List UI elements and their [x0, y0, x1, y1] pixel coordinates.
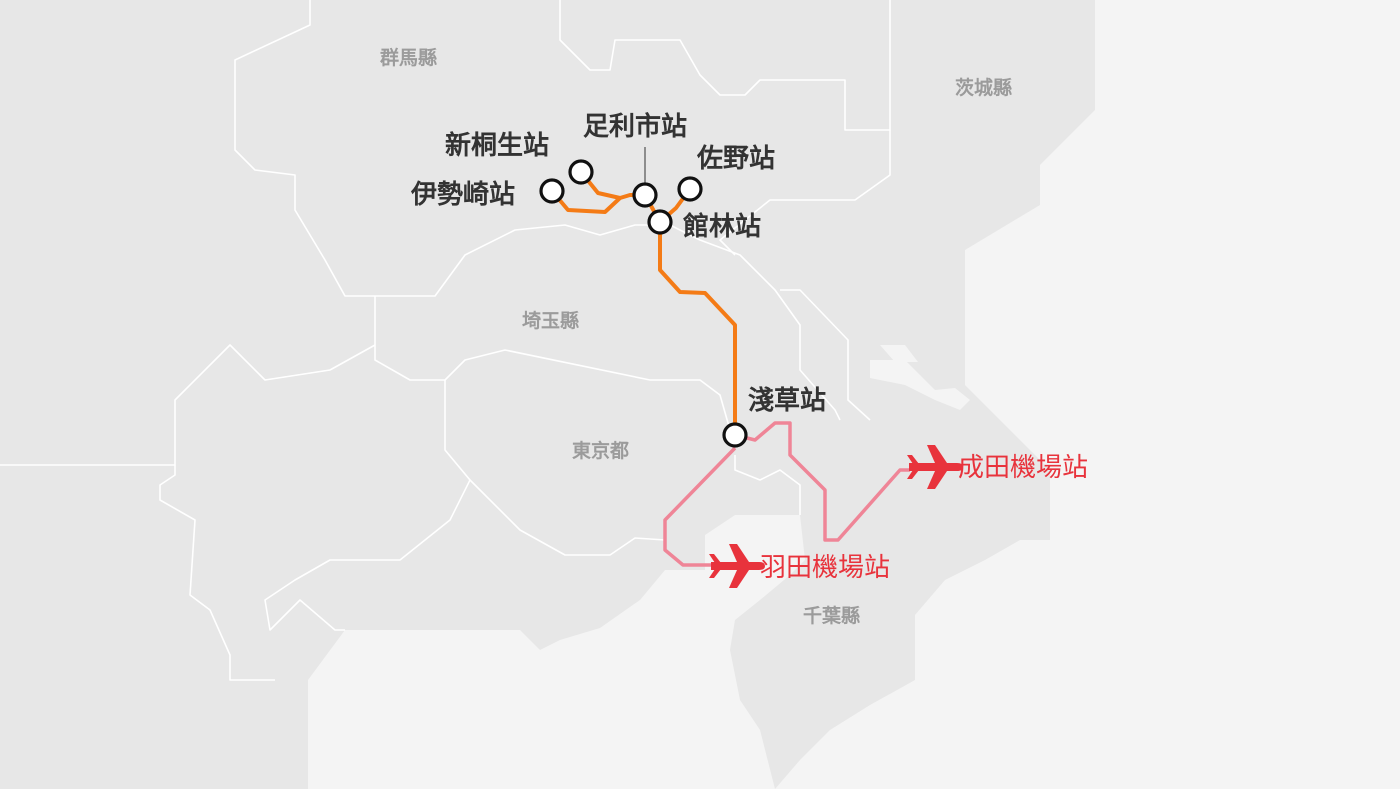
- station-label-ashikagashi[interactable]: 足利市站: [583, 111, 687, 142]
- airplane-icon[interactable]: [907, 445, 963, 489]
- prefecture-label-tokyo: 東京都: [572, 439, 629, 462]
- station-label-sano[interactable]: 佐野站: [696, 144, 775, 174]
- airport-label-narita[interactable]: 成田機場站: [958, 453, 1088, 483]
- station-label-shinkiryu[interactable]: 新桐生站: [445, 130, 549, 161]
- airport-label-haneda[interactable]: 羽田機場站: [760, 553, 890, 583]
- land-area: [0, 0, 1095, 789]
- station-label-tatebayashi[interactable]: 館林站: [683, 211, 761, 242]
- station-circle-icon[interactable]: [647, 209, 673, 235]
- prefecture-label-ibaraki: 茨城縣: [955, 76, 1012, 99]
- prefecture-label-chiba: 千葉縣: [803, 605, 860, 627]
- station-nodes: [539, 159, 748, 448]
- station-circle-icon[interactable]: [632, 182, 658, 208]
- station-circle-icon[interactable]: [722, 422, 748, 448]
- airplane-icon[interactable]: [709, 544, 765, 588]
- station-label-isesaki[interactable]: 伊勢崎站: [410, 180, 515, 210]
- station-circle-icon[interactable]: [568, 159, 594, 185]
- station-circle-icon[interactable]: [677, 176, 703, 202]
- airport-lines: [663, 421, 910, 567]
- prefecture-borders: [0, 0, 891, 681]
- prefecture-label-saitama: 埼玉縣: [522, 309, 579, 332]
- prefecture-label-gunma: 群馬縣: [379, 46, 437, 69]
- tokyo-bay: [308, 345, 970, 789]
- station-circle-icon[interactable]: [539, 178, 565, 204]
- station-label-asakusa[interactable]: 淺草站: [748, 386, 826, 416]
